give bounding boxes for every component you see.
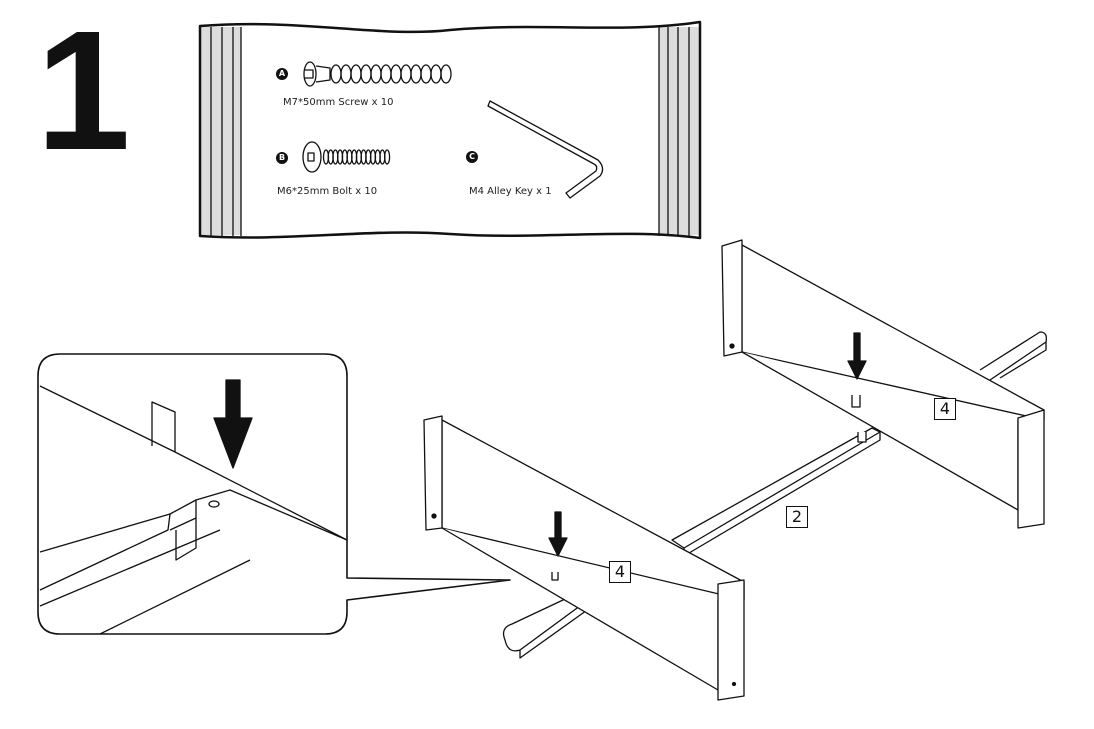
hardware-b-label: M6*25mm Bolt x 10 [277,186,378,197]
right-panel-4 [721,239,1045,529]
arrow-down-icon [847,332,867,380]
screw-thread [360,64,372,84]
screw-thread [330,64,342,84]
allen-key-c-icon [487,100,604,199]
hardware-b-badge: B [276,152,288,164]
screw-thread [390,64,402,84]
screw-thread [380,64,392,84]
foot-right [979,331,1048,381]
screw-thread [340,64,352,84]
hardware-bag [198,20,702,240]
screw-thread [410,64,422,84]
screw-thread [430,64,442,84]
hardware-a-badge: A [276,68,288,80]
step-number: 1 [36,0,131,186]
bolt-thread [383,149,391,165]
left-panel-4 [423,415,745,701]
screw-thread [440,64,452,84]
hardware-a-label: M7*50mm Screw x 10 [283,97,394,108]
arrow-down-icon [213,379,253,469]
screw-thread [370,64,382,84]
screw-thread [420,64,432,84]
rail-part-2 [671,427,881,557]
hardware-c-label: M4 Alley Key x 1 [469,186,552,197]
detail-inset [37,353,511,635]
bolt-b-icon [302,141,391,173]
arrow-down-icon [548,511,568,557]
part-label-rail: 2 [786,506,808,528]
hardware-c-badge: C [466,151,478,163]
screw-a-icon [303,61,452,87]
screw-thread [400,64,412,84]
part-label-right-panel: 4 [934,398,956,420]
screw-thread [350,64,362,84]
part-label-left-panel: 4 [609,561,631,583]
